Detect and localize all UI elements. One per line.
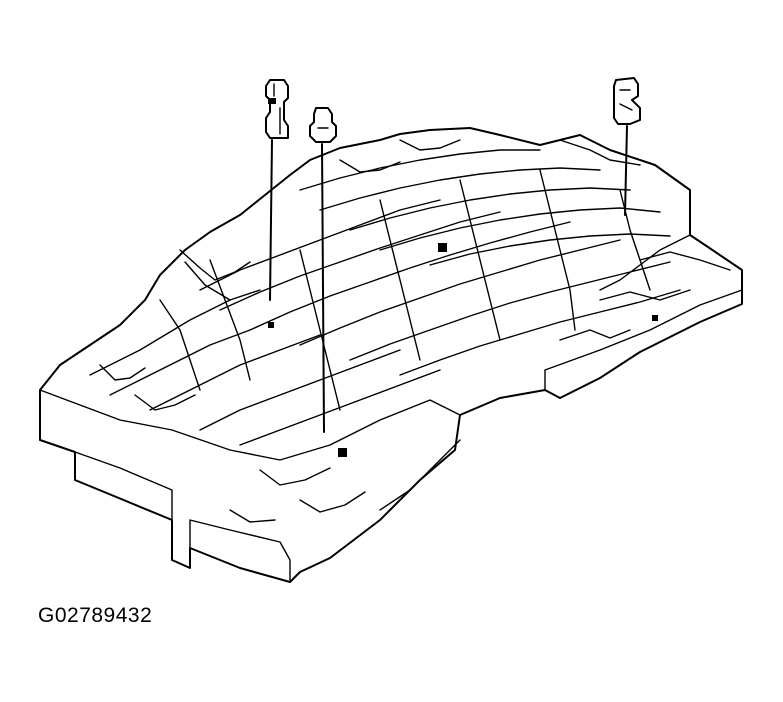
callout-1 (265, 79, 289, 301)
callout-2 (309, 107, 337, 433)
callout-3-leader-line (624, 125, 628, 216)
figure-id-label: G02789432 (38, 604, 153, 627)
callout-2-leader-line (321, 143, 325, 433)
check-ball-seats (268, 243, 658, 457)
valve-body-passages (89, 139, 731, 523)
check-ball-icon (265, 79, 289, 139)
valve-body-illustration (39, 77, 743, 583)
callout-1-leader-line (269, 139, 273, 301)
check-ball-icon (309, 107, 337, 143)
check-ball-icon (613, 77, 641, 125)
callout-3 (613, 77, 641, 216)
valve-body-outline (39, 127, 743, 583)
